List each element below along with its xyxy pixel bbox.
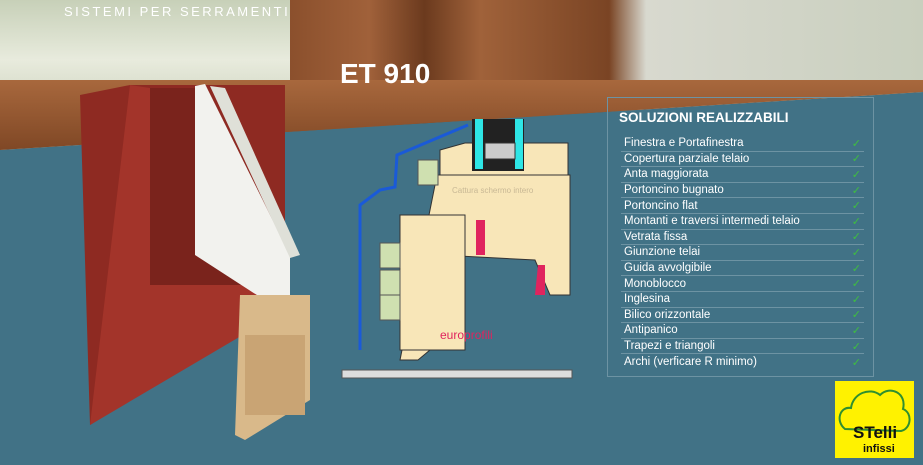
check-icon: ✓ [851,293,861,306]
list-item: Anta maggiorata ✓ [621,167,864,183]
check-icon: ✓ [851,137,861,150]
window-corner-image [80,84,310,440]
check-icon: ✓ [851,340,861,353]
item-label: Anta maggiorata [624,168,709,181]
item-label: Inglesina [624,293,671,306]
check-icon: ✓ [851,309,861,322]
item-label: Finestra e Portafinestra [624,137,744,150]
logo-line1: STelli [853,423,897,442]
list-item: Bilico orizzontale ✓ [621,308,864,324]
list-item: Monoblocco ✓ [621,276,864,292]
check-icon: ✓ [851,246,861,259]
overlay-text: Cattura schermo intero [452,186,534,195]
stelli-infissi-logo: STelli infissi [835,381,914,458]
item-label: Guida avvolgibile [624,262,712,275]
solutions-list: (function(){const d=JSON.parse(document.… [621,136,864,370]
item-label: Monoblocco [624,277,687,290]
item-label: Bilico orizzontale [624,308,711,321]
product-title: ET 910 [340,58,431,89]
check-icon: ✓ [851,356,861,369]
item-label: Giunzione telai [624,246,701,259]
list-item: Montanti e traversi intermedi telaio ✓ [621,214,864,230]
list-item: Vetrata fissa ✓ [621,230,864,246]
check-icon: ✓ [851,200,861,213]
item-label: Vetrata fissa [624,230,688,243]
check-icon: ✓ [851,278,861,291]
list-item: Portoncino bugnato ✓ [621,183,864,199]
europrofili-brand: europrofili [440,328,493,342]
list-item: Copertura parziale telaio ✓ [621,152,864,168]
solutions-panel: SOLUZIONI REALIZZABILI (function(){const… [607,97,874,377]
list-item: Finestra e Portafinestra ✓ [621,136,864,152]
item-label: Montanti e traversi intermedi telaio [624,215,800,228]
check-icon: ✓ [851,184,861,197]
check-icon: ✓ [851,324,861,337]
item-label: Copertura parziale telaio [624,152,750,165]
profile-section-diagram: europrofili Cattura schermo intero [341,119,573,379]
check-icon: ✓ [851,153,861,166]
item-label: Archi (verficare R minimo) [624,356,757,369]
list-item: Giunzione telai ✓ [621,245,864,261]
item-label: Portoncino flat [624,199,698,212]
item-label: Trapezi e triangoli [624,340,715,353]
check-icon: ✓ [851,215,861,228]
list-item: Guida avvolgibile ✓ [621,261,864,277]
list-item: Archi (verficare R minimo) ✓ [621,354,864,370]
logo-line2: infissi [863,443,895,455]
list-item: Antipanico ✓ [621,323,864,339]
tagline: SISTEMI PER SERRAMENTI [64,4,291,19]
list-item: Portoncino flat ✓ [621,198,864,214]
check-icon: ✓ [851,168,861,181]
check-icon: ✓ [851,262,861,275]
list-item: Trapezi e triangoli ✓ [621,339,864,355]
list-item: Inglesina ✓ [621,292,864,308]
item-label: Portoncino bugnato [624,184,724,197]
check-icon: ✓ [851,231,861,244]
item-label: Antipanico [624,324,678,337]
panel-title: SOLUZIONI REALIZZABILI [619,110,789,125]
